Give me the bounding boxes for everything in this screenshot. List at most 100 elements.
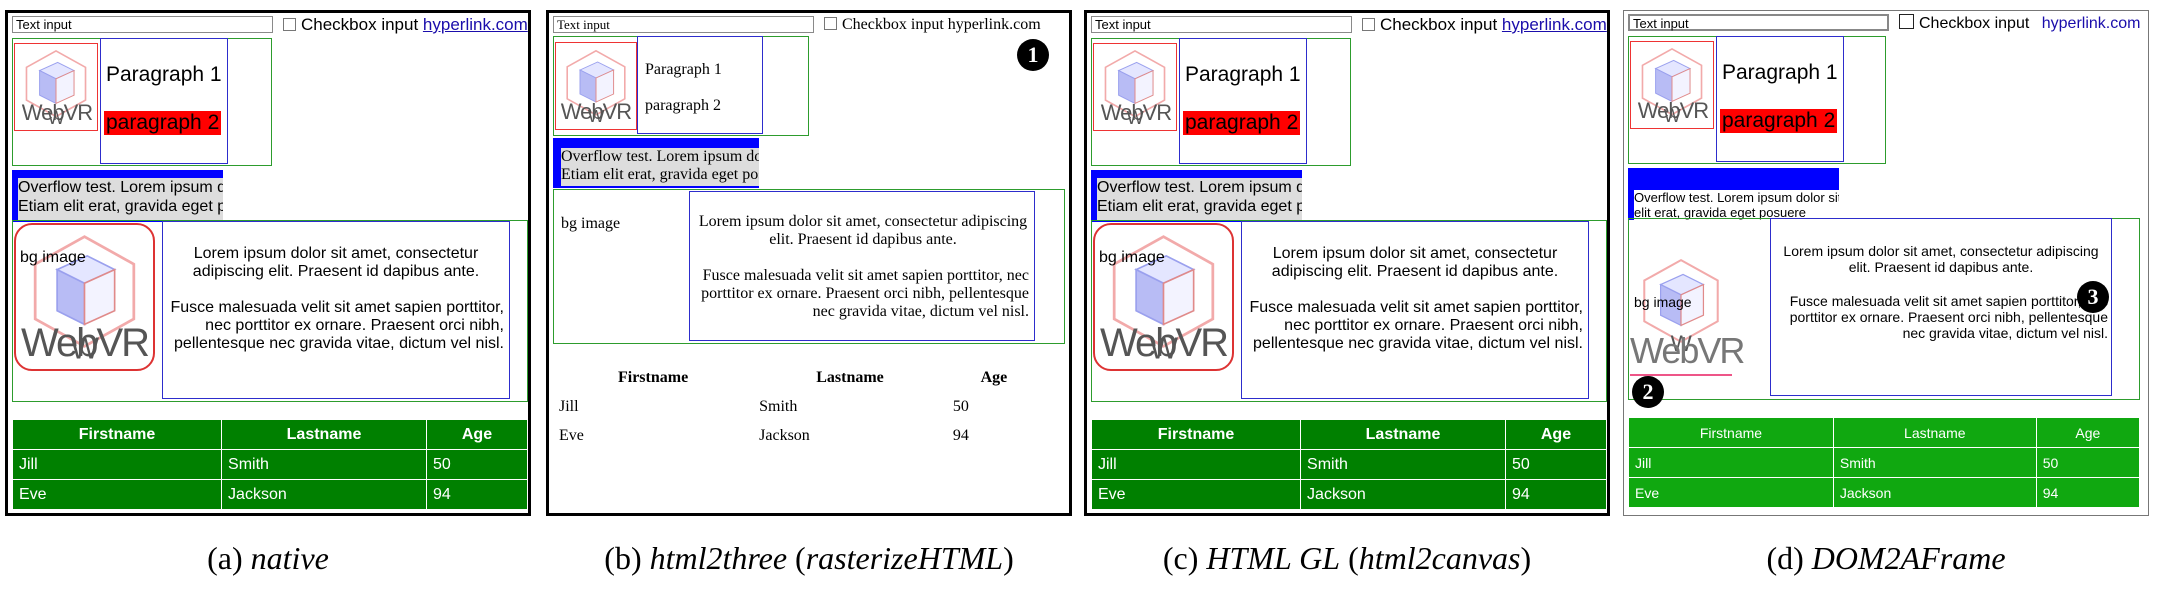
logo-text: WebVR: [560, 99, 632, 124]
bg-image-label: bg image: [1634, 294, 1692, 310]
paragraph-2: paragraph 2: [645, 97, 721, 114]
bg-image: bg image WebVR: [1093, 223, 1234, 371]
overflow-box: Overflow test. Lorem ipsum dolor sit ame…: [12, 170, 223, 222]
th-lastname: Lastname: [221, 419, 427, 450]
th-firstname: Firstname: [11, 419, 223, 450]
cell: Smith: [221, 449, 427, 480]
cell: Smith: [759, 397, 798, 415]
bg-image-container: [553, 189, 1065, 344]
logo-text: WebVR: [20, 321, 150, 365]
caption-label: (d): [1766, 540, 1804, 576]
overflow-text: Overflow test. Lorem ipsum dolor sit ame…: [18, 178, 223, 220]
cell: Jackson: [221, 479, 427, 510]
panel-dom2aframe: Text input Checkbox input hyperlink.com …: [1623, 10, 2149, 516]
th-age: Age: [1504, 419, 1607, 450]
paragraph-1: Paragraph 1: [1185, 63, 1301, 86]
checkbox[interactable]: [1899, 14, 1914, 29]
hyperlink[interactable]: hyperlink.com: [2041, 15, 2141, 32]
lorem-box: [1770, 218, 2112, 396]
panel-native: Text input Checkbox input hyperlink.com …: [5, 10, 531, 516]
checkbox-group: Checkbox input hyperlink.com: [824, 16, 1041, 34]
lorem-text: Lorem ipsum dolor sit amet, consectetur …: [1247, 245, 1584, 371]
marker-2: 2: [1632, 376, 1664, 408]
text-input[interactable]: Text input: [553, 16, 814, 33]
checkbox[interactable]: [824, 17, 837, 30]
hyperlink[interactable]: hyperlink.com: [422, 15, 528, 34]
paragraph-box: [637, 36, 763, 134]
checkbox[interactable]: [283, 18, 296, 31]
checkbox-group: Checkbox input hyperlink.com: [283, 16, 528, 34]
lorem-paragraph-2: Fusce malesuada velit sit amet sapien po…: [1249, 299, 1584, 352]
webvr-logo-image: WebVR: [1093, 43, 1177, 131]
cell: 50: [2035, 447, 2141, 478]
th-firstname: Firstname: [617, 368, 689, 386]
bg-image-container: [12, 220, 528, 402]
checkbox-label: Checkbox input: [301, 15, 419, 34]
th-firstname: Firstname: [1628, 417, 1834, 448]
cell: Eve: [1090, 479, 1302, 510]
th-age: Age: [980, 368, 1008, 386]
text-input[interactable]: Text input: [1628, 14, 1889, 31]
th-age: Age: [425, 419, 528, 450]
marker-3: 3: [2077, 281, 2109, 313]
text-input[interactable]: Text input: [1091, 16, 1352, 33]
caption-label: (b): [604, 540, 642, 576]
overflow-box: Overflow test. Lorem ipsum dolor sit ame…: [1091, 170, 1302, 222]
overflow-text: Overflow test. Lorem ipsum dolor sit ame…: [561, 148, 759, 186]
overflow-text: Overflow test. Lorem ipsum dolor sit ame…: [1634, 190, 1839, 220]
lorem-box: [1241, 221, 1589, 399]
caption-paren: rasterizeHTML: [805, 540, 1004, 576]
caption-label: (c): [1162, 540, 1199, 576]
webvr-logo-image: WebVR: [555, 42, 637, 130]
paragraph-1: Paragraph 1: [106, 63, 222, 86]
checkbox-group: Checkbox input hyperlink.com: [1362, 16, 1607, 34]
caption-name: DOM2AFrame: [1811, 540, 2006, 576]
cell: 94: [425, 479, 528, 510]
paragraph-2: paragraph 2: [1183, 111, 1301, 135]
cell: Smith: [1300, 449, 1506, 480]
th-age: Age: [2035, 417, 2141, 448]
cell: Jackson: [759, 426, 810, 444]
cell: Eve: [11, 479, 223, 510]
bg-image-label: bg image: [20, 249, 86, 266]
cell: 50: [952, 397, 969, 415]
paragraph-2: paragraph 2: [104, 111, 222, 135]
caption-paren: html2canvas: [1358, 540, 1521, 576]
bg-image: bg image WebVR: [14, 223, 155, 371]
hyperlink[interactable]: hyperlink.com: [947, 16, 1041, 33]
bg-image-label: bg image: [1099, 249, 1165, 266]
logo-text: WebVR: [1099, 321, 1229, 365]
cell: 94: [1504, 479, 1607, 510]
checkbox-label: Checkbox input: [842, 16, 944, 33]
bg-image-container: [1091, 220, 1607, 402]
th-lastname: Lastname: [1832, 417, 2037, 448]
paragraph-box: [100, 38, 228, 164]
overflow-box: Overflow test. Lorem ipsum dolor sit ame…: [1628, 168, 1839, 220]
overflow-text: Overflow test. Lorem ipsum dolor sit ame…: [1097, 178, 1302, 220]
lorem-paragraph-1: Lorem ipsum dolor sit amet, consectetur …: [1783, 243, 2099, 275]
checkbox[interactable]: [1362, 18, 1375, 31]
lorem-paragraph-1: Lorem ipsum dolor sit amet, consectetur …: [192, 245, 480, 280]
lorem-text: Lorem ipsum dolor sit amet, consectetur …: [168, 245, 505, 371]
th-firstname: Firstname: [1090, 419, 1302, 450]
hyperlink[interactable]: hyperlink.com: [1501, 15, 1607, 34]
webvr-logo-image: WebVR: [14, 43, 98, 131]
logo-text: WebVR: [1637, 98, 1709, 123]
caption-a: (a) native: [5, 540, 531, 577]
paragraph-box: [1179, 38, 1307, 164]
th-lastname: Lastname: [1300, 419, 1506, 450]
paragraph-1: Paragraph 1: [1722, 61, 1838, 84]
marker-1: 1: [1017, 39, 1049, 71]
lorem-paragraph-2: Fusce malesuada velit sit amet sapien po…: [1789, 293, 2108, 341]
caption-name: html2three: [649, 540, 788, 576]
caption-name: HTML GL: [1206, 540, 1341, 576]
panel-htmlgl: Text input Checkbox input hyperlink.com …: [1084, 10, 1610, 516]
logo-text: WebVR: [21, 100, 93, 125]
cell: Jill: [1090, 449, 1302, 480]
text-input[interactable]: Text input: [12, 16, 273, 33]
lorem-paragraph-1: Lorem ipsum dolor sit amet, consectetur …: [1271, 245, 1559, 280]
caption-name: native: [250, 540, 329, 576]
